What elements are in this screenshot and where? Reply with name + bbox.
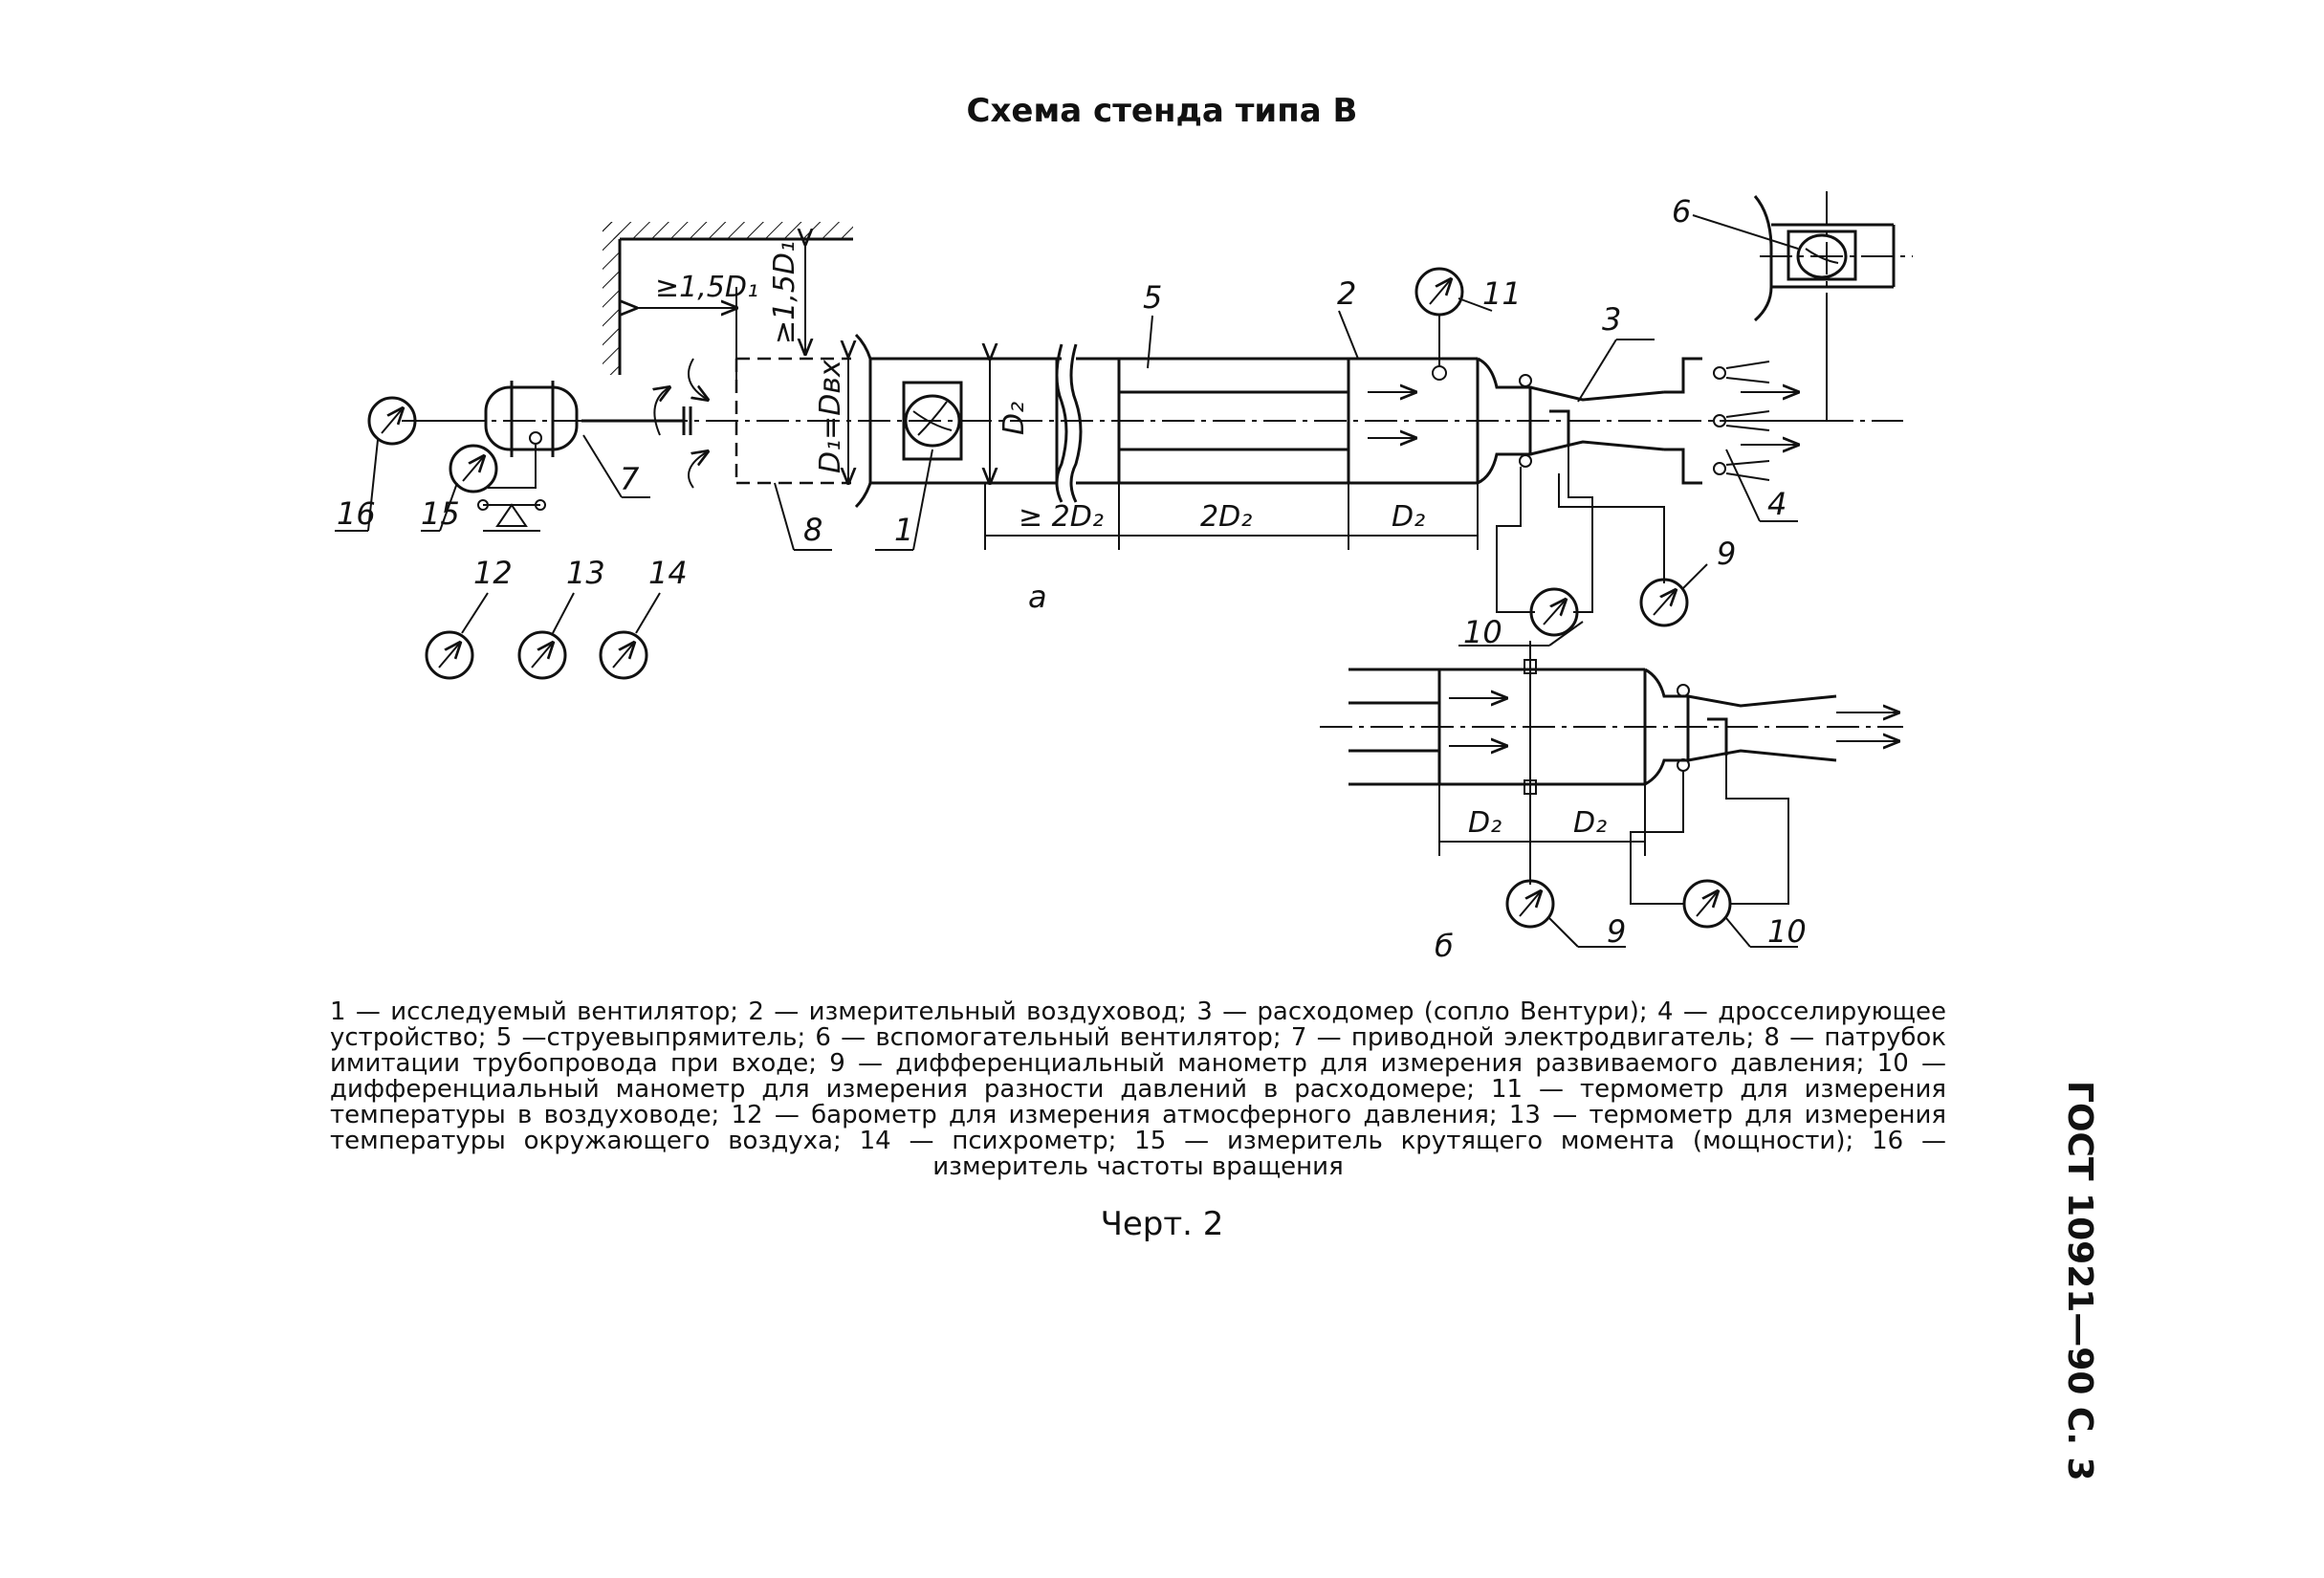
dist-v-label: ≥1,5D₁ (768, 241, 801, 344)
label-5: 5 (1143, 279, 1162, 316)
label-8: 8 (803, 512, 822, 548)
length-dimensions-a: ≥ 2D₂ 2D₂ D₂ (984, 483, 1479, 550)
dimension-d1: D₁=Dвх (814, 356, 848, 483)
d2-label: D₂ (998, 402, 1031, 435)
gauge-11 (1414, 267, 1464, 366)
label-13: 13 (566, 555, 605, 591)
b-label-9: 9 (1607, 913, 1626, 950)
gauge-12 (425, 630, 474, 680)
label-2: 2 (1337, 275, 1356, 312)
label-7: 7 (620, 461, 640, 497)
b-len2-label: D₂ (1573, 806, 1607, 840)
d1-label: D₁=Dвх (814, 360, 847, 473)
torque-support (477, 445, 546, 532)
len-a-label: ≥ 2D₂ (1019, 500, 1104, 534)
gauge-14 (599, 630, 648, 680)
subfigure-a-label: а (1028, 579, 1047, 615)
label-12: 12 (473, 555, 513, 591)
measuring-duct (1055, 343, 1480, 503)
side-header: ГОСТ 10921—90 С. 3 (2060, 1081, 2099, 1481)
subfigure-b-label: б (1435, 928, 1454, 964)
label-14: 14 (648, 555, 688, 591)
label-1: 1 (894, 512, 913, 548)
manometer-piping-a (1496, 445, 1689, 637)
b-len1-label: D₂ (1468, 806, 1502, 840)
gauge-13 (517, 630, 567, 680)
dimension-distance-vertical: ≥1,5D₁ (768, 241, 805, 354)
legend-text: 1 — исследуемый вентилятор; 2 — измерите… (330, 997, 1946, 1181)
subfigure-b: D₂ D₂ 9 10 б (1320, 641, 1903, 964)
page-title: Схема стенда типа В (966, 92, 1358, 130)
label-10: 10 (1463, 614, 1502, 650)
len-b-label: 2D₂ (1200, 500, 1252, 534)
drive-motor (484, 381, 692, 457)
figure-caption: Черт. 2 (1100, 1205, 1224, 1243)
wall (603, 222, 853, 375)
gauge-15 (449, 444, 498, 493)
venturi-flowmeter (1477, 357, 1665, 485)
len-c-label: D₂ (1392, 500, 1425, 534)
dimension-d2: D₂ (990, 359, 1031, 483)
inlet-pipe-imitation (654, 357, 851, 489)
label-15: 15 (421, 495, 460, 532)
label-6: 6 (1672, 193, 1691, 230)
dimension-distance-horizontal: ≥1,5D₁ (636, 271, 758, 383)
leader-lines (335, 214, 1799, 647)
label-4: 4 (1767, 486, 1787, 522)
dist-h-label: ≥1,5D₁ (655, 271, 758, 304)
test-stand-diagram: ≥1,5D₁ ≥1,5D₁ D₁=Dвх D₂ (335, 191, 1913, 964)
investigated-fan (854, 333, 1059, 509)
label-3: 3 (1602, 301, 1621, 338)
gauge-16 (367, 396, 486, 446)
label-16: 16 (337, 495, 376, 532)
label-11: 11 (1482, 275, 1522, 312)
label-9: 9 (1717, 536, 1736, 572)
b-label-10: 10 (1767, 913, 1807, 950)
auxiliary-fan (1753, 191, 1913, 322)
throttling-device (1664, 296, 1828, 485)
